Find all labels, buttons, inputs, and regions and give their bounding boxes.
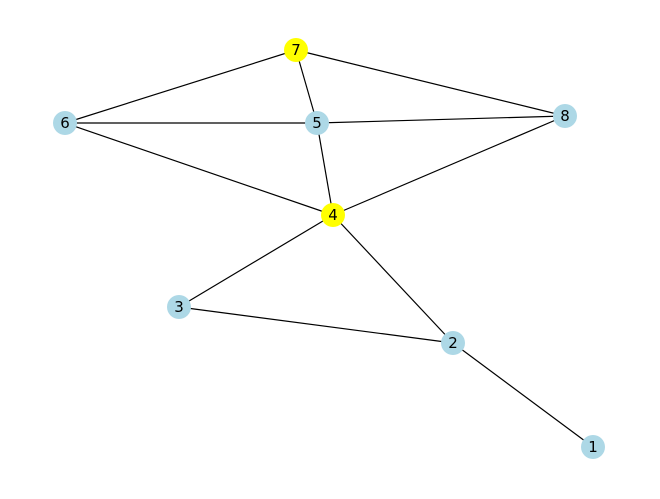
edge-2-1 — [452, 342, 594, 448]
node-label-5: 5 — [312, 114, 322, 132]
edge-7-5 — [295, 49, 318, 124]
edge-3-2 — [178, 306, 454, 344]
node-label-8: 8 — [560, 107, 570, 125]
node-7: 7 — [284, 38, 308, 62]
edge-4-2 — [332, 214, 454, 344]
edge-4-3 — [178, 214, 334, 308]
edge-6-4 — [64, 122, 334, 216]
edge-5-8 — [316, 115, 566, 124]
node-6: 6 — [53, 111, 77, 135]
node-label-4: 4 — [328, 206, 338, 224]
node-circle-2 — [441, 331, 465, 355]
node-circle-5 — [305, 111, 329, 135]
node-8: 8 — [553, 104, 577, 128]
node-3: 3 — [167, 295, 191, 319]
edge-7-6 — [64, 49, 297, 124]
edge-5-4 — [316, 122, 334, 216]
node-circle-7 — [284, 38, 308, 62]
node-label-1: 1 — [588, 438, 598, 456]
node-label-6: 6 — [60, 114, 70, 132]
node-circle-4 — [321, 203, 345, 227]
nodes-layer: 1 2 3 4 5 6 7 8 — [53, 38, 605, 459]
node-circle-1 — [581, 435, 605, 459]
node-5: 5 — [305, 111, 329, 135]
node-1: 1 — [581, 435, 605, 459]
node-label-2: 2 — [448, 334, 458, 352]
node-circle-8 — [553, 104, 577, 128]
node-circle-3 — [167, 295, 191, 319]
node-label-3: 3 — [174, 298, 184, 316]
edges-layer — [64, 49, 594, 448]
node-circle-6 — [53, 111, 77, 135]
node-4: 4 — [321, 203, 345, 227]
edge-7-8 — [295, 49, 566, 117]
node-label-7: 7 — [291, 41, 301, 59]
edge-8-4 — [332, 115, 566, 216]
node-2: 2 — [441, 331, 465, 355]
